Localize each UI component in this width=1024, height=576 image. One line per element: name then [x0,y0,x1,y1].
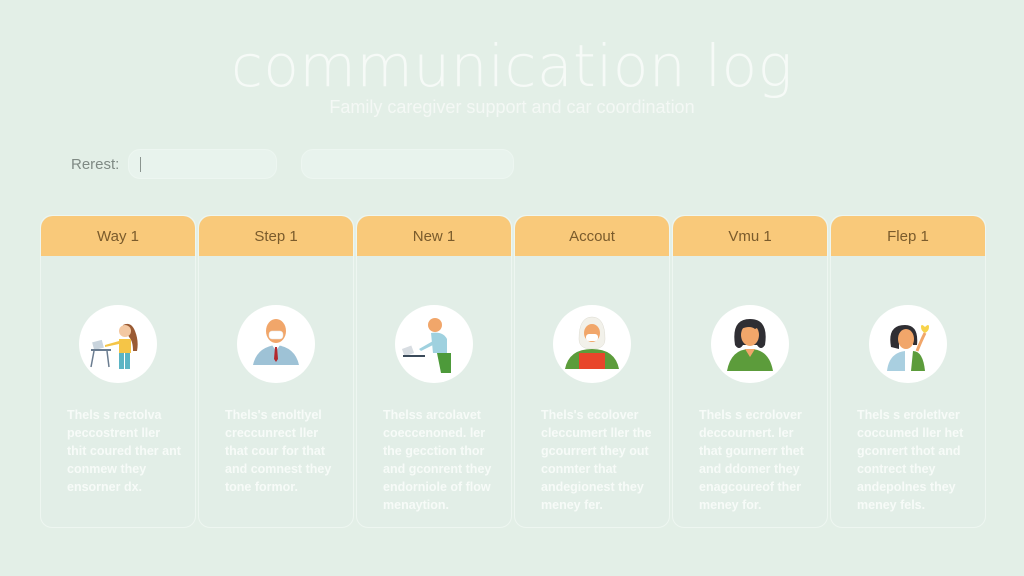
column-card[interactable]: Accout Thels's ecolover cleccumert ller … [514,215,670,528]
secondary-input[interactable] [301,149,514,179]
page-subtitle: Family caregiver support and car coordin… [329,97,695,117]
column-card[interactable]: Vmu 1 Thels s ecrolover deccournert. ler… [672,215,828,528]
column-header[interactable]: Accout [515,216,669,256]
man-in-mask-icon [237,305,315,383]
column-description: Thels s eroletlver coccumed ller het gco… [857,408,964,512]
column-description: Thels's ecolover cleccumert ller the gco… [541,408,652,512]
woman-in-headscarf-icon [553,305,631,383]
column-header[interactable]: Step 1 [199,216,353,256]
filter-input[interactable] [128,149,277,179]
text-caret [140,157,141,172]
column-header[interactable]: New 1 [357,216,511,256]
column-description: Thelss arcolavet coeccenoned. ler the ge… [383,408,492,512]
column-description: Thels s rectolva peccostrent ller thit c… [67,408,181,494]
woman-with-heart-icon [869,305,947,383]
column-header[interactable]: Way 1 [41,216,195,256]
column-card[interactable]: Flep 1 Thels s eroletlver coccumed ller … [830,215,986,528]
page-title: communication log [231,32,793,100]
column-description: Thels's enoltlyel creccunrect ller that … [225,408,332,494]
column-header[interactable]: Vmu 1 [673,216,827,256]
person-at-laptop-icon [79,305,157,383]
column-description: Thels s ecrolover deccournert. ler that … [699,408,804,512]
column-card[interactable]: Step 1 Thels's enoltlyel creccunrect lle… [198,215,354,528]
columns-container: Way 1 Thels s rectolva peccostrent ller … [40,215,986,528]
man-typing-icon [395,305,473,383]
filter-label: Rerest: [71,156,120,173]
column-card[interactable]: Way 1 Thels s rectolva peccostrent ller … [40,215,196,528]
woman-portrait-icon [711,305,789,383]
column-header[interactable]: Flep 1 [831,216,985,256]
column-card[interactable]: New 1 Thelss arcolavet coeccenoned. ler … [356,215,512,528]
